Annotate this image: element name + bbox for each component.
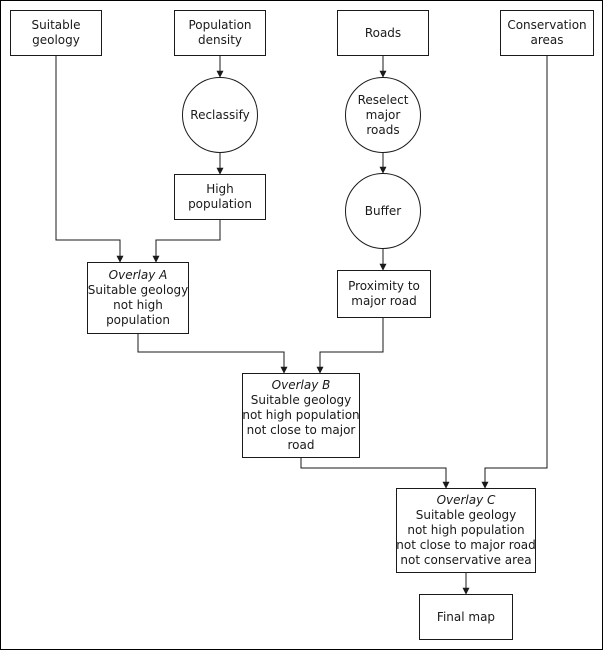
- edge-high-population-to-overlay-a: [152, 220, 221, 263]
- node-line: not conservative area: [400, 553, 532, 567]
- node-line: density: [198, 33, 242, 47]
- node-line: roads: [366, 122, 400, 137]
- edge-overlay-a-to-overlay-b: [137, 334, 288, 374]
- node-suitable-geology: Suitable geology: [10, 10, 102, 56]
- node-line: not high: [113, 298, 163, 312]
- node-line: not close to major road: [396, 538, 536, 552]
- node-line: Reselect: [357, 92, 409, 107]
- node-line: Final map: [436, 609, 496, 624]
- node-line: population: [106, 313, 170, 327]
- node-overlay-c: Overlay C Suitable geology not high popu…: [396, 488, 536, 573]
- node-title: Overlay A: [108, 268, 168, 282]
- edge-overlay-b-to-overlay-c: [300, 458, 450, 489]
- node-title: Overlay B: [271, 378, 331, 392]
- node-population-density: Population density: [174, 10, 266, 56]
- node-buffer: Buffer: [345, 173, 421, 249]
- node-reclassify: Reclassify: [182, 77, 258, 153]
- node-line: Roads: [364, 25, 402, 40]
- node-line: areas: [530, 33, 564, 47]
- node-line: not high population: [242, 408, 360, 422]
- node-line: Suitable: [31, 18, 81, 32]
- edge-suitable-geology-to-overlay-a: [55, 56, 124, 263]
- node-line: Population: [188, 18, 252, 32]
- node-proximity-major-road: Proximity to major road: [337, 270, 431, 318]
- node-line: Suitable geology: [415, 508, 517, 522]
- node-reselect-major-roads: Reselect major roads: [345, 77, 421, 153]
- node-line: not close to major: [246, 423, 356, 437]
- node-line: Proximity to: [348, 279, 420, 293]
- node-overlay-a: Overlay A Suitable geology not high popu…: [87, 262, 189, 334]
- node-line: Suitable geology: [250, 393, 352, 407]
- edge-conservation-areas-to-overlay-c: [481, 56, 548, 489]
- node-conservation-areas: Conservation areas: [500, 10, 594, 56]
- node-line: major road: [351, 294, 417, 308]
- node-line: Conservation: [507, 18, 587, 32]
- node-line: Reclassify: [190, 107, 250, 122]
- node-line: Buffer: [364, 203, 402, 218]
- node-title: Overlay C: [436, 493, 496, 507]
- node-line: High: [206, 182, 234, 196]
- node-high-population: High population: [174, 174, 266, 220]
- node-line: road: [287, 438, 315, 452]
- node-final-map: Final map: [419, 594, 513, 640]
- node-line: geology: [32, 33, 80, 47]
- node-overlay-b: Overlay B Suitable geology not high popu…: [242, 373, 360, 458]
- node-line: major: [365, 107, 401, 122]
- edge-proximity-major-road-to-overlay-b: [316, 318, 384, 374]
- node-line: population: [188, 197, 252, 211]
- node-line: not high population: [407, 523, 525, 537]
- node-line: Suitable geology: [87, 283, 189, 297]
- node-roads: Roads: [337, 10, 429, 56]
